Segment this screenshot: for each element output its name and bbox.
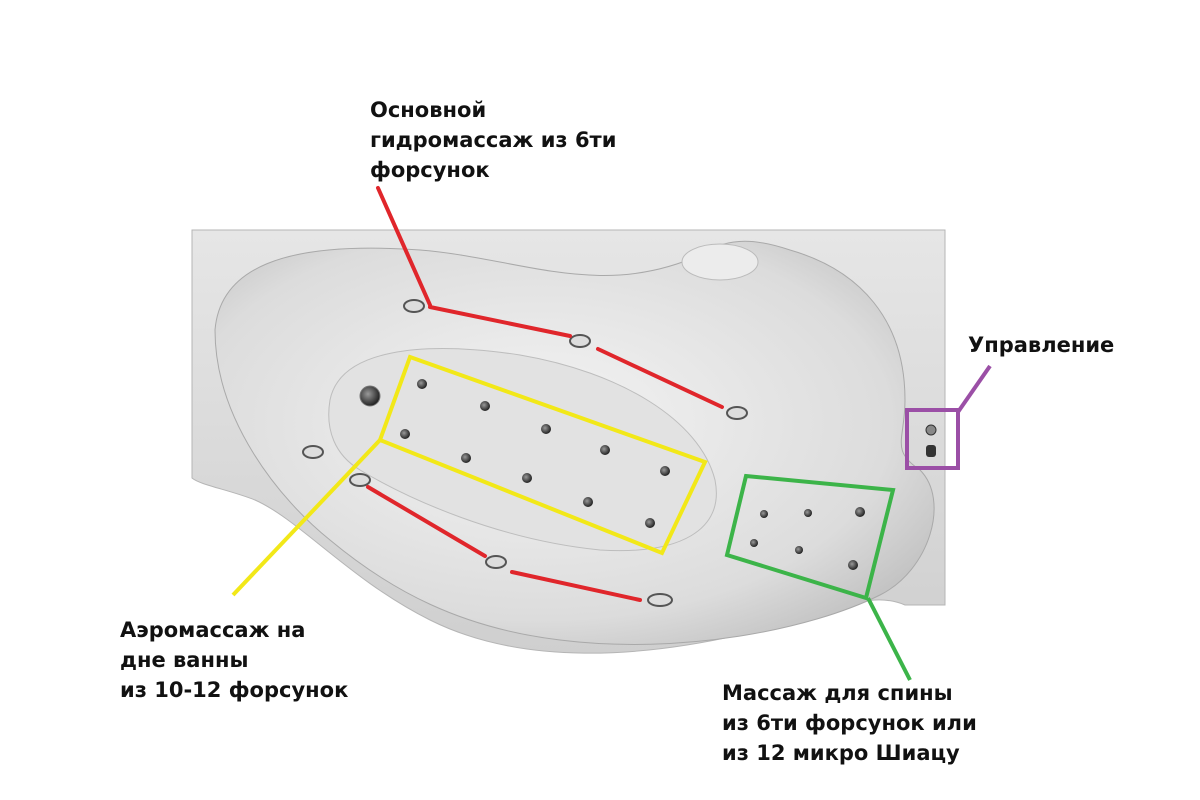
main-jets-label-line: Основной [370,98,487,122]
aero-callout [231,354,708,597]
back-label-line: из 6ти форсунок или [722,711,977,735]
main-jets-callout [366,186,724,602]
bathtub-floor [328,348,717,552]
aero-jets [400,379,670,528]
back-callout [724,473,912,681]
aero-label-line: дне ванны [120,648,249,672]
back-jets [750,507,865,570]
main-jets [302,299,748,607]
aero-label: Аэромассаж на дне ванны из 10-12 форсуно… [120,615,348,705]
aero-label-line: из 10-12 форсунок [120,678,349,702]
control-callout [905,364,992,470]
back-label-line: из 12 микро Шиацу [722,741,960,765]
main-jets-label-line: форсунок [370,158,490,182]
aero-label-line: Аэромассаж на [120,618,306,642]
headrest [681,243,759,281]
control-label: Управление [968,330,1114,360]
control-button-icon [925,424,937,436]
main-jets-label-line: гидромассаж из 6ти [370,128,617,152]
back-label-line: Массаж для спины [722,681,953,705]
control-knob-icon [926,445,936,457]
back-label: Массаж для спины из 6ти форсунок или из … [722,678,977,768]
main-jets-label: Основной гидромассаж из 6ти форсунок [370,95,616,185]
drain-icon [359,385,381,407]
control-label-line: Управление [968,333,1115,357]
